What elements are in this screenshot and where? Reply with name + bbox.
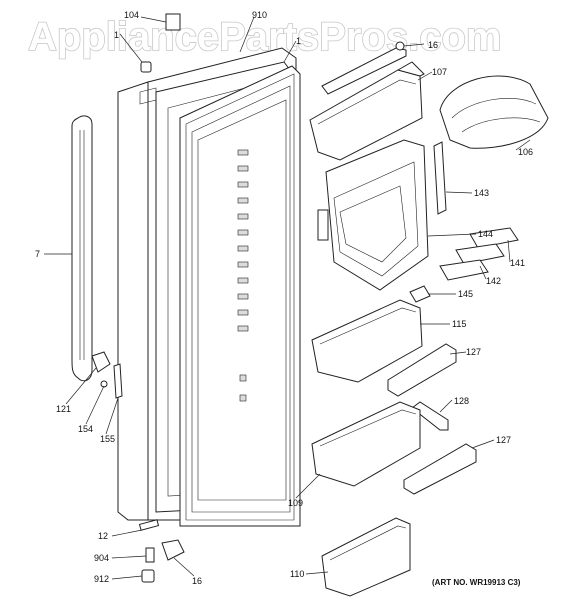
callout-107: 107 bbox=[432, 67, 447, 77]
callout-144: 144 bbox=[478, 229, 493, 239]
dispenser-housing bbox=[317, 139, 429, 291]
callout-143: 143 bbox=[474, 188, 489, 198]
callout-1-gasket: 1 bbox=[296, 36, 301, 46]
callout-141: 141 bbox=[510, 258, 525, 268]
callout-12: 12 bbox=[98, 531, 108, 541]
callout-16-top: 16 bbox=[428, 40, 438, 50]
callout-115: 115 bbox=[452, 319, 466, 329]
callout-142: 142 bbox=[486, 276, 501, 286]
bin-115 bbox=[311, 299, 423, 383]
callout-127-lower: 127 bbox=[496, 435, 511, 445]
callout-127-upper: 127 bbox=[466, 347, 481, 357]
callout-154: 154 bbox=[78, 424, 93, 434]
callout-16-bottom: 16 bbox=[192, 576, 202, 586]
watermark-text: AppliancePartsPros.com bbox=[28, 15, 502, 59]
callout-904: 904 bbox=[94, 553, 109, 563]
leader-lines bbox=[44, 16, 531, 580]
bin-110 bbox=[321, 517, 411, 597]
trim-127-lower bbox=[403, 443, 477, 495]
callout-912: 912 bbox=[94, 574, 109, 584]
callout-110: 110 bbox=[290, 569, 304, 579]
bin-109 bbox=[311, 401, 421, 487]
callout-155: 155 bbox=[100, 434, 115, 444]
callout-labels: 104 1 910 1 16 107 106 7 143 144 141 142… bbox=[35, 10, 533, 586]
door-handle bbox=[71, 115, 123, 399]
part-128 bbox=[411, 401, 449, 431]
callout-106: 106 bbox=[518, 147, 533, 157]
trim-127-upper bbox=[387, 343, 457, 397]
callout-104: 104 bbox=[124, 10, 139, 20]
strip-143 bbox=[433, 141, 447, 215]
art-number: (ART NO. WR19913 C3) bbox=[432, 578, 521, 587]
callout-128: 128 bbox=[454, 396, 469, 406]
clips-141-142 bbox=[439, 227, 519, 281]
part-145 bbox=[409, 285, 431, 303]
callout-121: 121 bbox=[56, 404, 71, 414]
callout-109: 109 bbox=[288, 498, 303, 508]
dairy-cover bbox=[439, 75, 549, 149]
callout-1-top: 1 bbox=[114, 30, 119, 40]
bin-107 bbox=[309, 61, 425, 161]
callout-145: 145 bbox=[458, 289, 473, 299]
callout-7: 7 bbox=[35, 249, 40, 259]
callout-910: 910 bbox=[252, 10, 267, 20]
liner-shelf-clips bbox=[237, 149, 249, 402]
door-assembly bbox=[117, 13, 301, 583]
